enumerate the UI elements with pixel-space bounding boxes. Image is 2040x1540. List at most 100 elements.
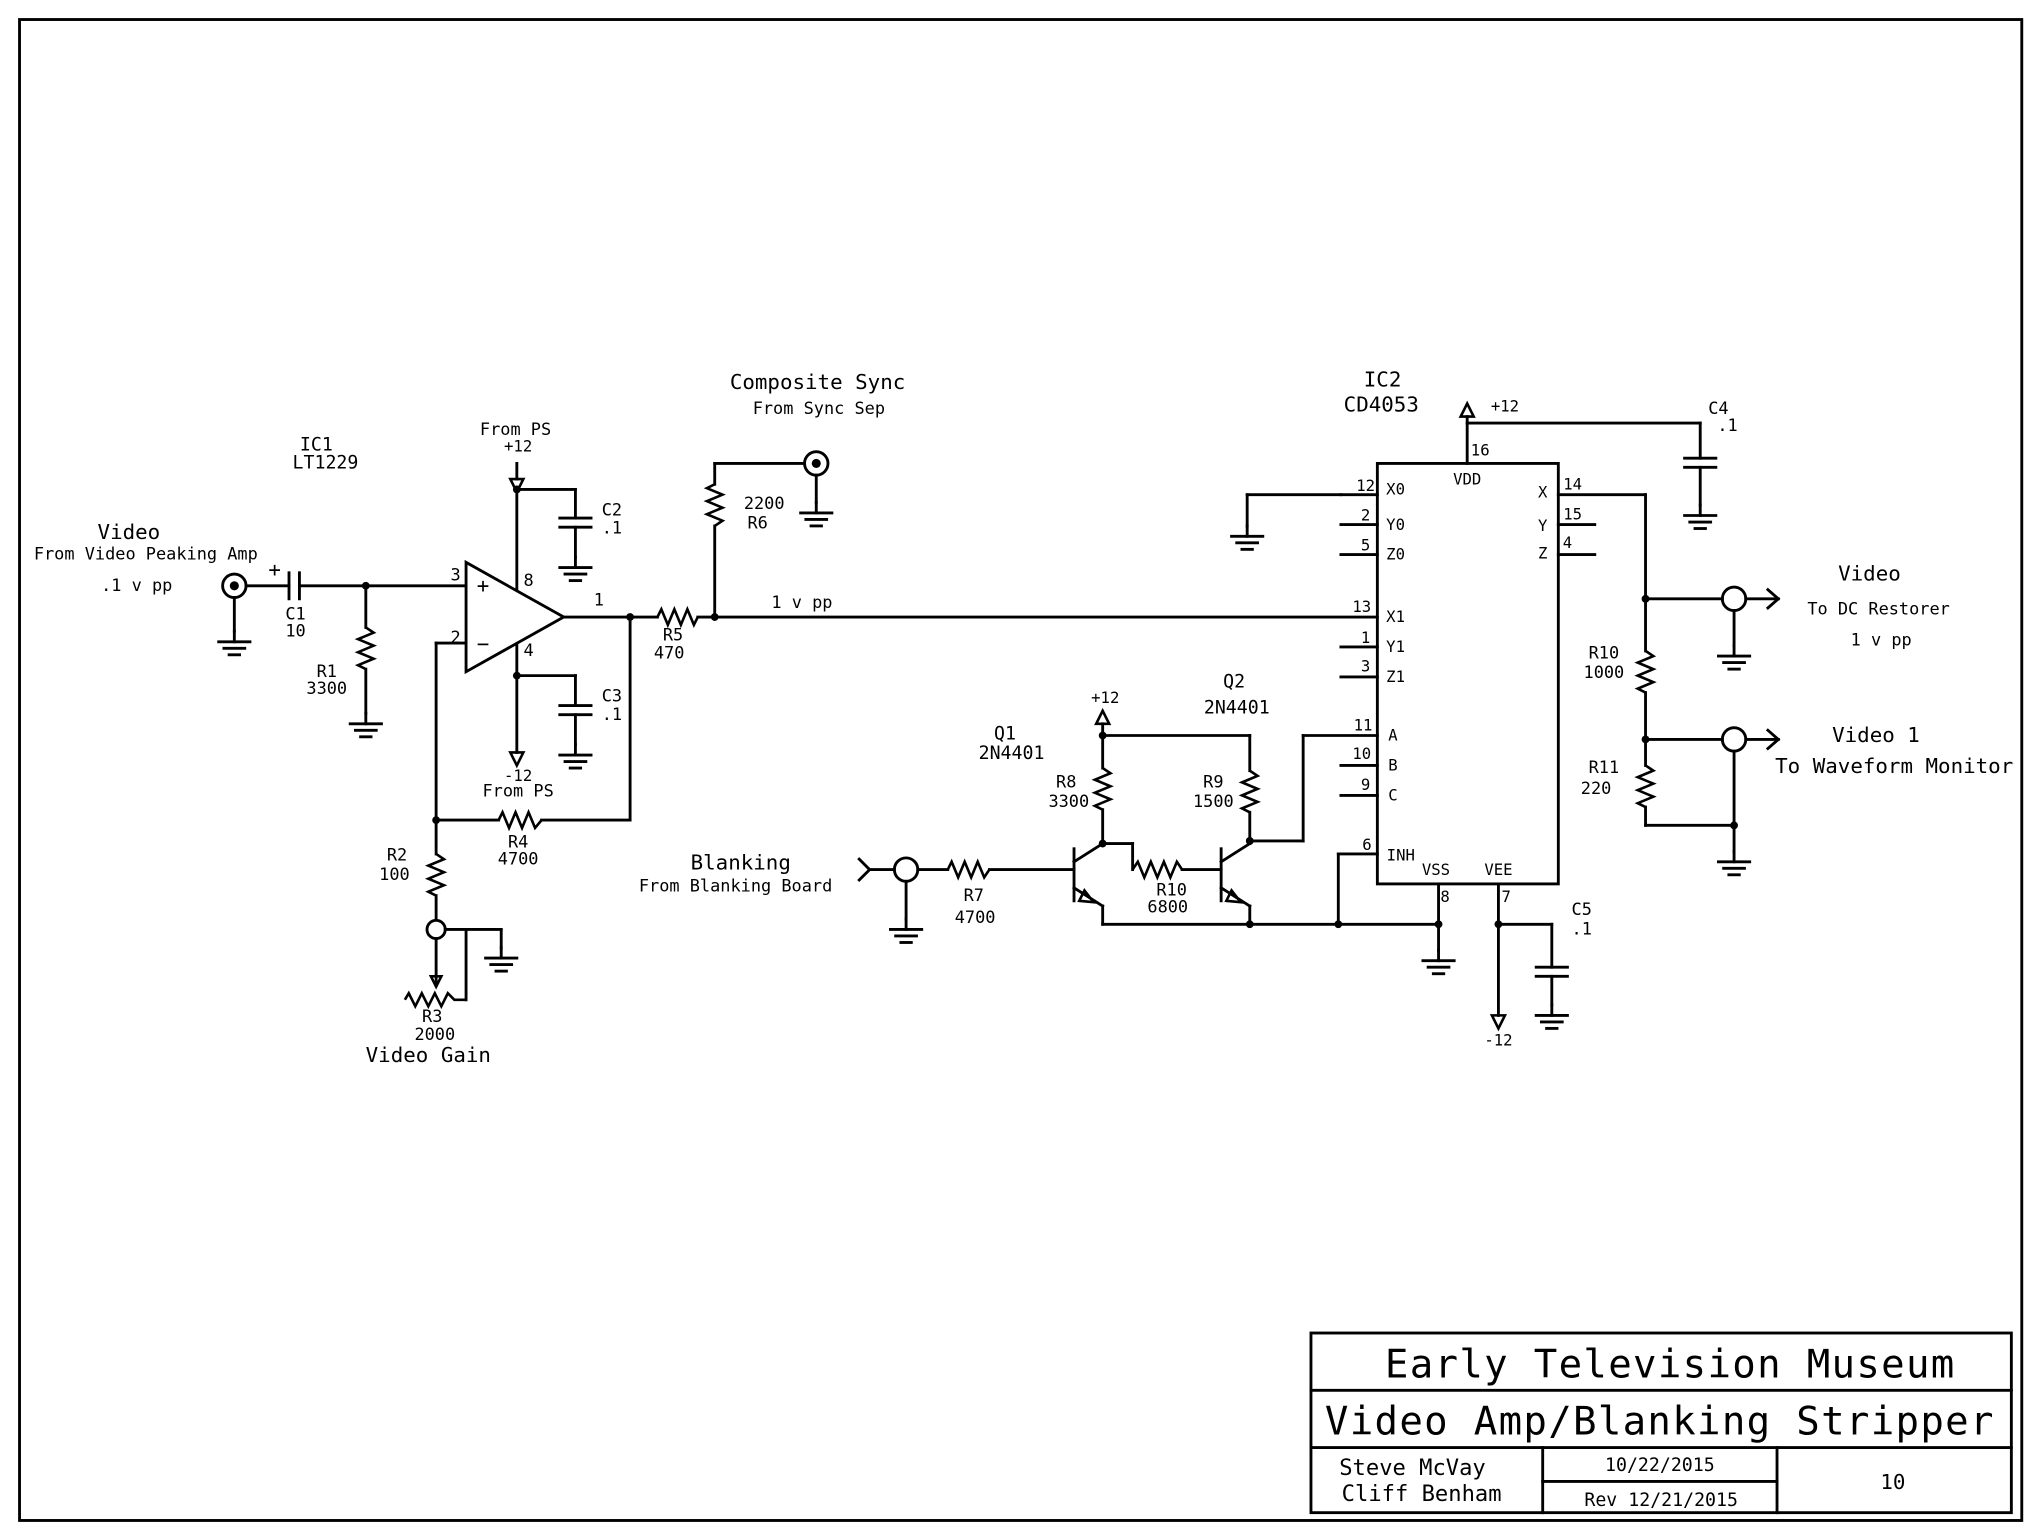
ic2-pin9-name: C xyxy=(1388,787,1397,805)
video-input-jack[interactable] xyxy=(217,572,252,657)
ic2-plus12: +12 xyxy=(1491,397,1519,415)
title-author1: Steve McVay xyxy=(1339,1455,1486,1481)
r3-label: Video Gain xyxy=(366,1043,491,1067)
ic2-pin15-num: 15 xyxy=(1563,505,1582,523)
video1-out-title: Video 1 xyxy=(1832,723,1920,747)
c1-polarity: + xyxy=(268,558,281,582)
ic2-ref: IC2 xyxy=(1364,368,1402,392)
ic2-pin10-num: 10 xyxy=(1352,745,1371,763)
title-date: 10/22/2015 xyxy=(1605,1455,1715,1476)
ic2-pin3-name: Z1 xyxy=(1386,668,1405,686)
video-out-jack[interactable] xyxy=(1717,585,1781,671)
ic2-pin6-num: 6 xyxy=(1362,836,1371,854)
ic2-pin15-name: Y xyxy=(1538,517,1548,535)
video-out-level: 1 v pp xyxy=(1851,630,1912,650)
title-drawing-name: Video Amp/Blanking Stripper xyxy=(1325,1400,1995,1445)
r9-value: 1500 xyxy=(1193,791,1234,811)
resistor-r5[interactable] xyxy=(656,605,699,629)
r3-ref: R3 xyxy=(422,1006,442,1026)
video-out-title: Video xyxy=(1838,562,1901,586)
video-out-dest: To DC Restorer xyxy=(1807,598,1950,618)
from-ps-bottom: From PS xyxy=(483,781,554,801)
r4-ref: R4 xyxy=(508,831,528,851)
transistor-q2[interactable] xyxy=(1219,841,1252,926)
c4-value: .1 xyxy=(1717,415,1737,435)
ic2-pin13-num: 13 xyxy=(1352,598,1371,616)
c4-ref: C4 xyxy=(1708,398,1728,418)
transistor-q1[interactable] xyxy=(1072,841,1105,926)
ic1-plus12: +12 xyxy=(504,438,532,456)
resistor-r1[interactable] xyxy=(354,626,378,671)
q2-part: 2N4401 xyxy=(1204,697,1270,718)
resistor-r6[interactable] xyxy=(703,483,726,528)
resistor-r10-6800[interactable] xyxy=(1131,858,1184,881)
blanking-title: Blanking xyxy=(691,851,791,875)
c2-value: .1 xyxy=(602,518,622,538)
from-ps-top: From PS xyxy=(480,419,551,439)
r9-ref: R9 xyxy=(1203,772,1223,792)
ic2-vdd: VDD xyxy=(1453,470,1481,488)
ic2-pin6-name: INH xyxy=(1387,846,1415,864)
mid-signal-label: 1 v pp xyxy=(771,592,832,612)
title-block xyxy=(1309,1331,2013,1515)
ic2-pin12-num: 12 xyxy=(1356,477,1375,495)
ic2-pin2-name: Y0 xyxy=(1386,516,1405,534)
r4-value: 4700 xyxy=(498,848,539,868)
ic2-pin11-name: A xyxy=(1388,727,1398,745)
resistor-r9[interactable] xyxy=(1238,769,1261,814)
r3-value: 2000 xyxy=(414,1024,455,1044)
r6-value: 2200 xyxy=(744,493,785,513)
ic2-part: CD4053 xyxy=(1344,392,1419,416)
q1-part: 2N4401 xyxy=(979,743,1045,764)
capacitor-c1[interactable] xyxy=(287,571,301,601)
blanking-input-jack[interactable] xyxy=(857,856,924,944)
c3-value: .1 xyxy=(602,704,622,724)
ic2-pin9-num: 9 xyxy=(1361,776,1370,794)
r11-ref: R11 xyxy=(1589,757,1620,777)
ic2-vee: VEE xyxy=(1484,861,1512,879)
r7-value: 4700 xyxy=(955,907,996,927)
resistor-r4[interactable] xyxy=(497,808,543,832)
video1-out-jack[interactable] xyxy=(1717,726,1781,877)
ic2-pin1-name: Y1 xyxy=(1386,638,1405,656)
ic2-pin4-name: Z xyxy=(1538,544,1547,562)
r1-ref: R1 xyxy=(317,661,337,681)
ic1-pin8: 8 xyxy=(523,570,533,590)
resistor-r7[interactable] xyxy=(946,858,991,881)
r10b-ref: R10 xyxy=(1589,643,1620,663)
resistor-r8[interactable] xyxy=(1091,766,1114,811)
c5-ref: C5 xyxy=(1572,899,1592,919)
composite-sync-title: Composite Sync xyxy=(730,370,905,394)
r7-ref: R7 xyxy=(964,885,984,905)
c1-value: 10 xyxy=(285,621,305,641)
ic2-pin4-num: 4 xyxy=(1563,534,1572,552)
r5-value: 470 xyxy=(654,643,685,663)
ic1-pin4: 4 xyxy=(523,640,533,660)
ic2-pin1-num: 1 xyxy=(1361,629,1370,647)
resistor-r2[interactable] xyxy=(424,852,448,897)
ic2-pin14-num: 14 xyxy=(1563,475,1582,493)
title-organization: Early Television Museum xyxy=(1385,1342,1956,1387)
video-in-source: From Video Peaking Amp xyxy=(34,544,258,564)
video1-out-dest: To Waveform Monitor xyxy=(1775,754,2013,778)
blanking-source: From Blanking Board xyxy=(639,876,832,896)
q1-ref: Q1 xyxy=(994,723,1016,744)
opamp-ic1[interactable] xyxy=(464,559,567,675)
c1-ref: C1 xyxy=(285,604,305,624)
ic2-pin12-name: X0 xyxy=(1386,481,1405,499)
potentiometer-r3[interactable] xyxy=(403,990,467,1010)
q2-ref: Q2 xyxy=(1223,671,1245,692)
resistor-r11[interactable] xyxy=(1634,764,1657,809)
title-sheet-number: 10 xyxy=(1880,1470,1905,1494)
ic2-pin7-num: 7 xyxy=(1502,888,1511,906)
composite-sync-source: From Sync Sep xyxy=(753,398,885,418)
ic2-pin16-num: 16 xyxy=(1471,442,1490,460)
r2-ref: R2 xyxy=(387,844,407,864)
ic2-pin11-num: 11 xyxy=(1354,716,1373,734)
ic2-pin8-num: 8 xyxy=(1440,888,1449,906)
composite-sync-jack[interactable] xyxy=(799,450,834,528)
resistor-r10-1000[interactable] xyxy=(1634,649,1657,694)
ic2-pin2-num: 2 xyxy=(1361,507,1370,525)
ic2-pin14-name: X xyxy=(1538,483,1548,501)
